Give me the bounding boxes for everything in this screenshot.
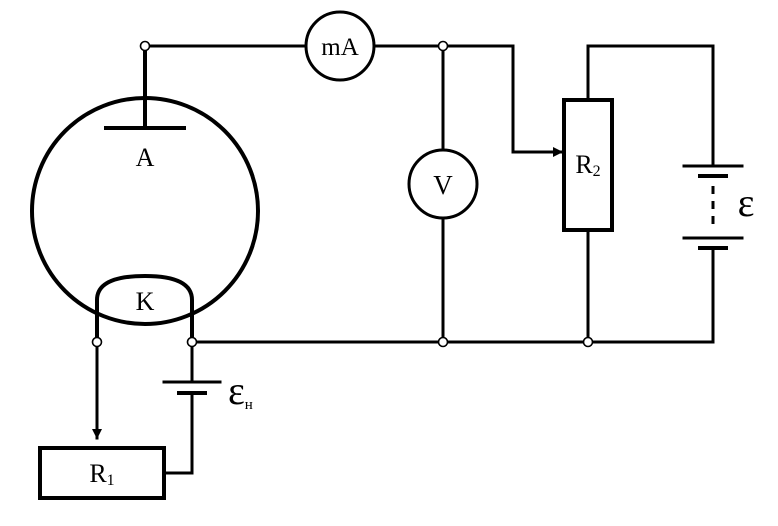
resistor-r1-label: R1 xyxy=(89,459,114,489)
node-cathode-left xyxy=(91,336,103,348)
emf-main-label: ε xyxy=(738,180,755,225)
node-r2-bottom xyxy=(582,336,594,348)
milliammeter-label: mA xyxy=(321,34,359,61)
node-anode-top xyxy=(139,40,151,52)
emf-heater-label: εн xyxy=(228,368,253,413)
cathode-filament xyxy=(95,273,194,342)
milliammeter xyxy=(304,10,376,82)
node-voltmeter-bottom xyxy=(437,336,449,348)
resistor-r2-label: R2 xyxy=(575,150,600,180)
node-cathode-right xyxy=(186,336,198,348)
resistor-r1 xyxy=(38,446,166,500)
node-voltmeter-top xyxy=(437,40,449,52)
cathode-label: K xyxy=(136,287,155,316)
voltmeter-label: V xyxy=(433,170,453,200)
r2-wiper xyxy=(441,44,564,157)
anode-label: A xyxy=(136,143,155,172)
